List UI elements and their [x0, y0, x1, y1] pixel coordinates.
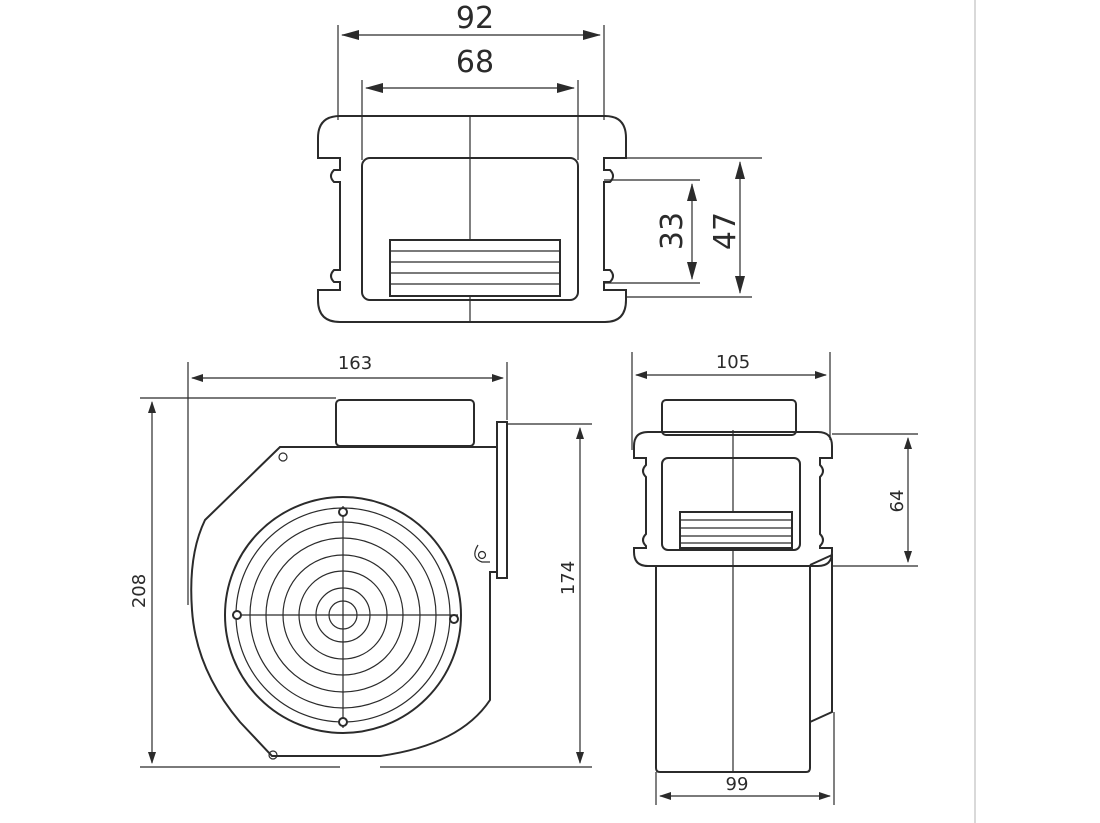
dim-side-flange-height: 174 — [380, 423, 592, 768]
dim-label-105: 105 — [716, 352, 750, 373]
side-view-inlet-grille — [224, 496, 462, 734]
end-view-louvres — [679, 511, 793, 549]
dim-end-width: 105 — [631, 352, 831, 450]
dim-side-height: 208 — [129, 397, 340, 768]
dim-end-flange-height: 64 — [832, 433, 918, 567]
top-view-louvres — [389, 239, 561, 297]
dim-label-163: 163 — [338, 353, 372, 374]
dim-label-68: 68 — [456, 45, 494, 80]
dim-top-height-outer: 47 — [604, 157, 762, 298]
dim-label-99: 99 — [726, 774, 749, 795]
top-view-flange — [317, 115, 627, 323]
dim-label-208: 208 — [129, 574, 150, 608]
dim-end-bottom-width: 99 — [655, 712, 835, 805]
dim-side-width: 163 — [187, 353, 508, 605]
dim-label-174: 174 — [558, 561, 579, 595]
dim-label-47: 47 — [708, 212, 743, 250]
side-view-housing — [190, 399, 508, 760]
dim-top-height-inner: 33 — [604, 179, 700, 284]
dim-top-width-inner: 68 — [361, 45, 579, 160]
end-view-body — [633, 399, 833, 773]
dim-label-92: 92 — [456, 1, 494, 36]
dim-label-64: 64 — [887, 490, 908, 513]
dim-label-33: 33 — [655, 212, 690, 250]
dim-top-width-outer: 92 — [337, 1, 605, 120]
